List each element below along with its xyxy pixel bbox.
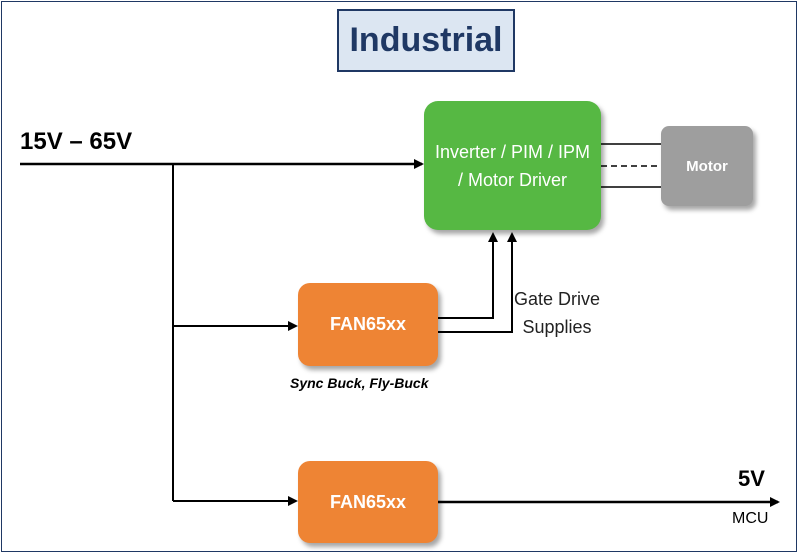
gate-drive-label: Gate Drive Supplies — [513, 289, 601, 337]
motor-label: Motor — [686, 157, 728, 175]
fan-bottom-block: FAN65xx — [298, 461, 438, 543]
title-text: Industrial — [349, 21, 503, 59]
motor-block: Motor — [661, 126, 753, 206]
fan-top-block: FAN65xx — [298, 283, 438, 366]
gate-drive-line-1 — [438, 232, 498, 319]
fan-top-label: FAN65xx — [329, 314, 407, 334]
output-voltage-label: 5V — [738, 466, 765, 491]
fan-top-caption: Sync Buck, Fly-Buck — [290, 375, 429, 391]
input-voltage-label: 15V – 65V — [20, 128, 133, 155]
inverter-block: Inverter / PIM / IPM / Motor Driver — [424, 101, 601, 230]
output-target-label: MCU — [732, 510, 769, 527]
title-box: Industrial — [337, 9, 515, 72]
gate-drive-line-2 — [438, 232, 517, 333]
inverter-label: Inverter / PIM / IPM / Motor Driver — [434, 141, 591, 190]
fan-bottom-label: FAN65xx — [329, 491, 407, 512]
